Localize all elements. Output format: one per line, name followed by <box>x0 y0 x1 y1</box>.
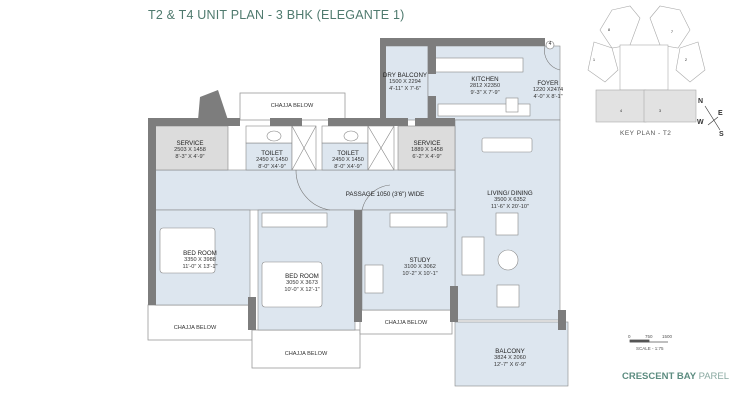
key-unit-8: 8 <box>607 27 611 32</box>
brand-logo: CRESCENT BAY PAREL <box>622 371 730 382</box>
compass-w: W <box>697 119 704 126</box>
toilet-1-area <box>245 142 293 171</box>
bed-1 <box>159 227 216 274</box>
key-unit-4: 4 <box>619 108 623 113</box>
wardrobe-2 <box>261 212 328 228</box>
compass-e: E <box>718 110 723 117</box>
chajja-label: CHAJJA BELOW <box>270 103 314 109</box>
chajja-bottom-left <box>147 304 253 341</box>
scale-tick-0: 0 <box>628 334 631 339</box>
key-plan-unit-4-highlight <box>595 89 647 123</box>
toilet-2-area <box>321 142 369 171</box>
passage-area <box>154 169 456 211</box>
key-unit-2: 2 <box>684 57 688 62</box>
washbasin-icon <box>266 130 282 142</box>
room-label-passage: PASSAGE 1050 (3'6") WIDE <box>345 191 425 198</box>
unit-marker-number: 4 <box>548 41 552 47</box>
compass-s: S <box>719 131 724 138</box>
coffee-table <box>497 249 519 271</box>
chajja-label: CHAJJA BELOW <box>173 325 217 331</box>
chajja-bottom-mid <box>251 329 361 369</box>
scale-tick-1500: 1500 <box>662 334 673 339</box>
washbasin-icon <box>343 130 359 142</box>
key-unit-7: 7 <box>670 29 674 34</box>
chajja-bottom-right <box>359 309 453 335</box>
key-plan <box>587 5 721 131</box>
scale-tick-750: 750 <box>645 334 653 339</box>
wardrobe-study <box>389 212 448 228</box>
plan-title: T2 & T4 UNIT PLAN - 3 BHK (ELEGANTE 1) <box>148 8 405 22</box>
key-plan-unit-3-highlight <box>643 89 697 123</box>
balcony-area <box>454 321 569 387</box>
compass-n: N <box>698 98 704 105</box>
key-plan-label: KEY PLAN - T2 <box>620 130 672 137</box>
key-unit-1: 1 <box>592 57 596 62</box>
bed-2 <box>261 261 323 308</box>
chajja-top <box>239 92 346 121</box>
desk <box>364 264 384 294</box>
dining-table <box>481 137 533 153</box>
sofa <box>461 236 485 276</box>
chajja-label: CHAJJA BELOW <box>384 320 428 326</box>
chajja-label: CHAJJA BELOW <box>284 351 328 357</box>
service-right-area <box>397 125 456 171</box>
service-left-area <box>154 125 229 171</box>
key-unit-3: 3 <box>658 108 662 113</box>
scale-label: SCALE - 1:75 <box>636 346 664 351</box>
unit-marker <box>545 40 555 50</box>
scale-bar <box>629 339 668 343</box>
